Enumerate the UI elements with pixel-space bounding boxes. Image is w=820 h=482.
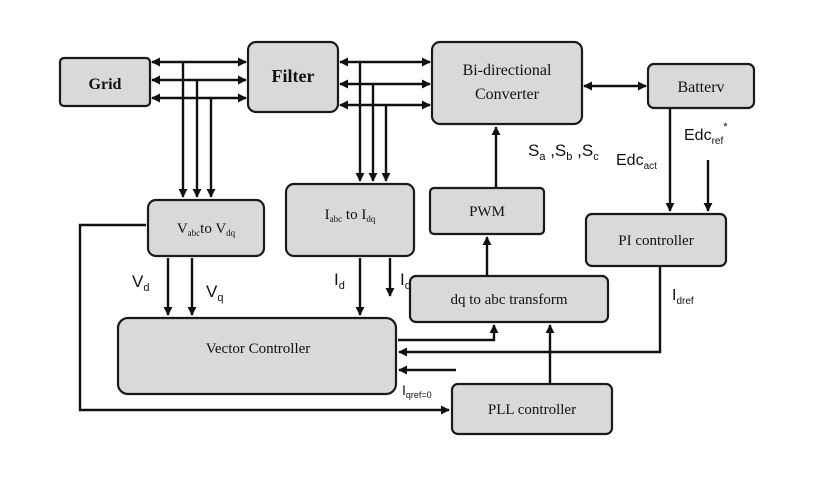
vd-label: Vd <box>132 272 149 294</box>
idref-arrow <box>398 266 662 357</box>
current-taps <box>355 62 391 182</box>
filter-block: Filter <box>246 40 340 114</box>
grid-label: Grid <box>89 76 122 93</box>
iq-label: Iq <box>400 270 411 292</box>
pll-controller-label: PLL controller <box>488 402 576 418</box>
grid-block: Grid <box>58 56 152 108</box>
pi-controller-label: PI controller <box>618 233 693 249</box>
idref-label: Idref <box>672 287 694 307</box>
filter-label: Filter <box>272 66 315 86</box>
pwm-label: PWM <box>469 204 505 220</box>
grid-filter-links <box>151 57 247 103</box>
battery-label: Batterv <box>677 79 724 96</box>
vector-controller-block: Vector Controller <box>116 316 398 396</box>
pll-controller-block: PLL controller <box>450 382 614 436</box>
dq-to-abc-block: dq to abc transform <box>408 274 610 324</box>
pwm-block: PWM <box>428 186 546 236</box>
vabc-to-vdq-block: Vabcto Vdq <box>146 198 266 258</box>
dq-to-abc-label: dq to abc transform <box>450 292 567 308</box>
battery-block: Batterv <box>646 62 756 110</box>
iabc-to-idq-block: Iabc to Idq <box>284 182 416 258</box>
switching-signals-label: Sa ,Sb ,Sc <box>528 141 599 163</box>
iabc-to-idq-label: Iabc to Idq <box>325 207 376 224</box>
edc-ref-label: Edcref* <box>684 121 728 147</box>
voltage-taps <box>178 62 216 198</box>
converter-label-1: Bi-directional <box>463 62 552 79</box>
id-label: Id <box>334 270 345 292</box>
iqref-label: Iqref=0 <box>402 382 432 400</box>
vq-label: Vq <box>206 282 223 304</box>
vector-controller-label: Vector Controller <box>206 341 311 357</box>
filter-converter-links <box>339 57 431 110</box>
vdq-to-pll <box>78 223 450 415</box>
converter-label-2: Converter <box>475 86 540 103</box>
vabc-to-vdq-label: Vabcto Vdq <box>177 221 236 238</box>
edc-act-label: Edcact <box>616 152 657 172</box>
vector-to-dqabc <box>398 324 499 342</box>
pi-controller-block: PI controller <box>584 212 728 268</box>
converter-block: Bi-directional Converter <box>430 40 584 126</box>
